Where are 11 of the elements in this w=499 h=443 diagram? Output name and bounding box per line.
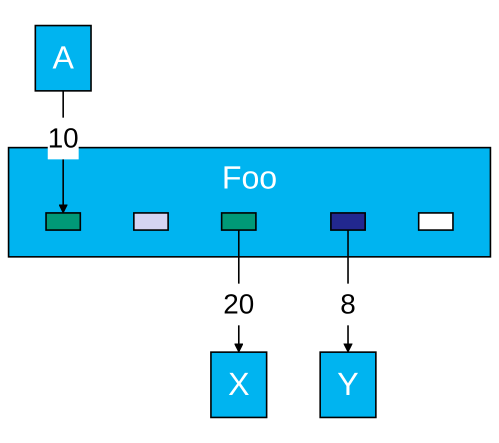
cluster: Foo — [8, 146, 492, 258]
node-bar — [330, 212, 366, 231]
node-box: Y — [319, 351, 377, 418]
edge-label: 20 — [223, 288, 254, 320]
node-bar — [418, 212, 454, 231]
node-box: X — [210, 351, 268, 418]
node-bar — [45, 212, 82, 231]
edge-label: 8 — [340, 288, 356, 320]
node-bar — [220, 212, 257, 231]
node-box: A — [34, 24, 92, 92]
node-bar — [133, 212, 169, 231]
